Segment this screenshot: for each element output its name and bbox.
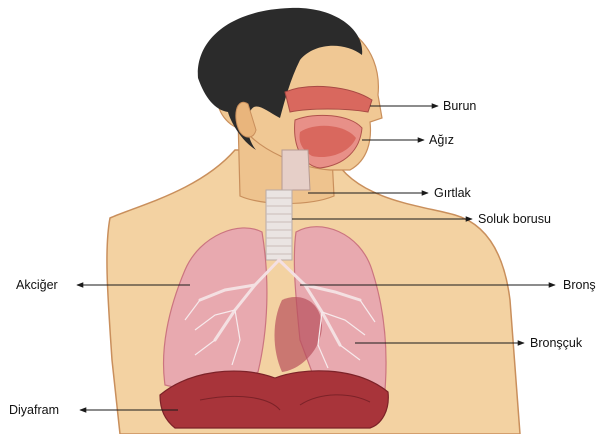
label-burun-group: Burun — [370, 99, 476, 113]
label-agiz-group: Ağız — [362, 133, 454, 147]
label-bronscuk: Bronşçuk — [530, 336, 583, 350]
label-bronsh: Bronş — [563, 278, 596, 292]
body-illustration — [107, 8, 520, 434]
label-diyafram: Diyafram — [9, 403, 59, 417]
label-girtlak: Gırtlak — [434, 186, 472, 200]
trachea — [266, 190, 292, 260]
larynx — [282, 150, 310, 190]
label-akciger: Akciğer — [16, 278, 58, 292]
diaphragm — [160, 371, 388, 428]
label-soluk-borusu: Soluk borusu — [478, 212, 551, 226]
label-burun: Burun — [443, 99, 476, 113]
label-agiz: Ağız — [429, 133, 454, 147]
